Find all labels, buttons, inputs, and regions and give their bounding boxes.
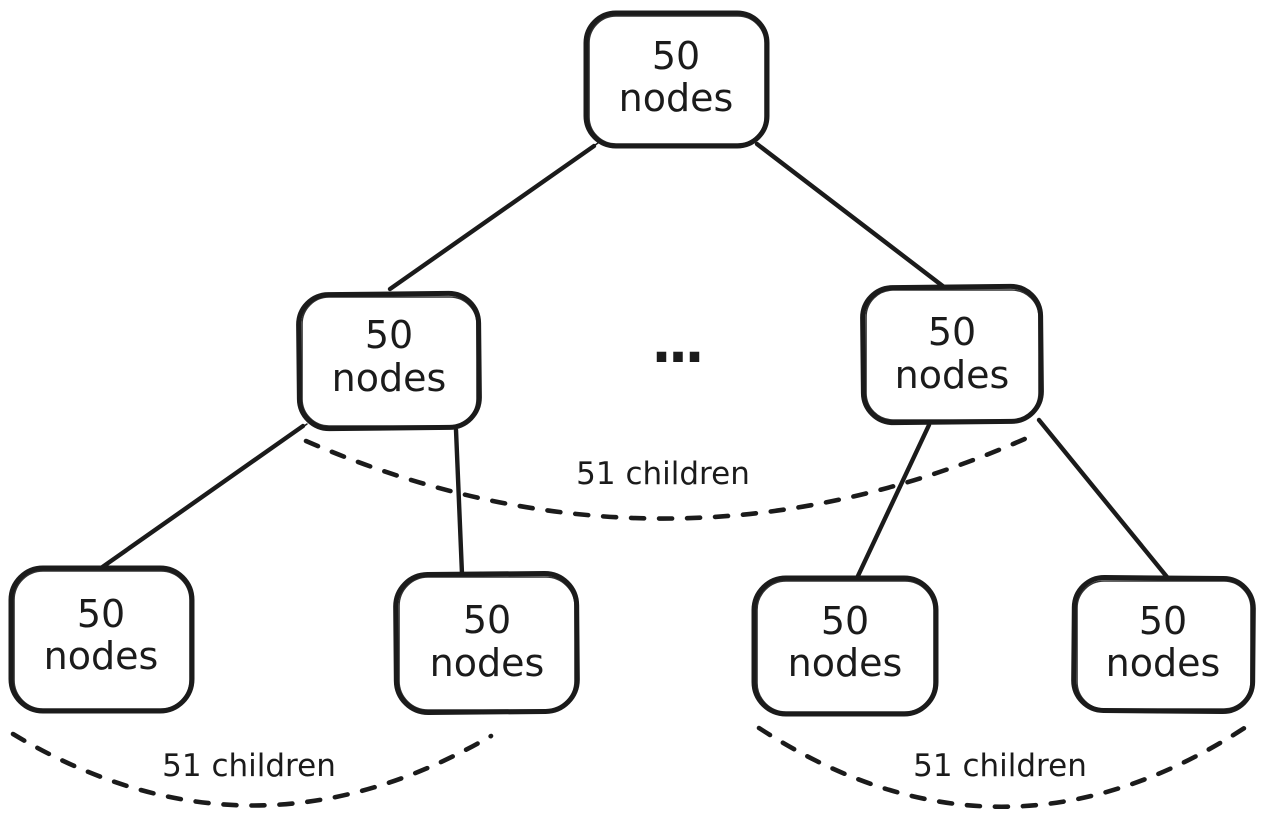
node-box bbox=[8, 565, 195, 714]
diagram-texts: 50 nodes 50 nodes 50 nodes 50 nodes 50 n… bbox=[44, 34, 1221, 784]
diagram-shapes bbox=[8, 10, 1256, 810]
node-label-line1: 50 bbox=[1139, 599, 1187, 643]
children-brace-top bbox=[303, 430, 1041, 521]
edge-mid-right-to-leaf-3 bbox=[854, 422, 932, 581]
node-label-line1: 50 bbox=[77, 592, 125, 636]
node-label-line1: 50 bbox=[652, 34, 700, 78]
tree-node-root bbox=[583, 10, 770, 149]
tree-node-leaf-4 bbox=[1071, 574, 1256, 715]
node-box bbox=[583, 10, 770, 149]
edge-mid-left-to-leaf-1-sketch bbox=[107, 423, 308, 565]
tree-node-leaf-1 bbox=[8, 565, 195, 714]
node-box bbox=[1071, 574, 1256, 715]
node-label-line2: nodes bbox=[44, 634, 159, 678]
node-box-sketch bbox=[865, 289, 1040, 421]
tree-node-mid-left bbox=[296, 290, 482, 432]
children-count-label-bottom-left: 51 children bbox=[162, 748, 336, 784]
node-label-line1: 50 bbox=[365, 313, 413, 357]
children-brace-bottom-right bbox=[756, 724, 1249, 810]
node-label-line2: nodes bbox=[1106, 641, 1221, 685]
node-box-sketch bbox=[588, 15, 766, 145]
ellipsis: ... bbox=[651, 312, 701, 375]
tree-node-leaf-3 bbox=[751, 575, 939, 717]
node-box-sketch bbox=[13, 570, 191, 710]
node-box-sketch bbox=[756, 580, 935, 713]
node-box bbox=[393, 570, 580, 716]
node-label-line2: nodes bbox=[619, 76, 734, 120]
node-box-sketch bbox=[301, 296, 478, 427]
node-label-line1: 50 bbox=[928, 310, 976, 354]
node-label-line1: 50 bbox=[463, 598, 511, 642]
edge-mid-left-to-leaf-2 bbox=[453, 427, 465, 577]
node-box bbox=[751, 575, 939, 717]
node-box bbox=[296, 290, 482, 432]
children-count-label-top: 51 children bbox=[576, 456, 750, 492]
node-label-line2: nodes bbox=[788, 641, 903, 685]
node-box bbox=[860, 283, 1044, 426]
node-label-line2: nodes bbox=[332, 356, 447, 400]
children-count-label-bottom-right: 51 children bbox=[913, 748, 1087, 784]
node-label-line2: nodes bbox=[895, 353, 1010, 397]
node-box-sketch bbox=[398, 576, 576, 711]
tree-node-leaf-2 bbox=[393, 570, 580, 716]
edge-root-to-mid-left-sketch bbox=[395, 142, 599, 286]
node-label-line1: 50 bbox=[821, 599, 869, 643]
edge-root-to-mid-right bbox=[754, 141, 947, 290]
node-label-line2: nodes bbox=[430, 641, 545, 685]
node-box-sketch bbox=[1076, 580, 1252, 710]
tree-node-mid-right bbox=[860, 283, 1044, 426]
edge-mid-right-to-leaf-4-sketch bbox=[1042, 423, 1164, 573]
children-brace-bottom-left bbox=[10, 731, 494, 808]
